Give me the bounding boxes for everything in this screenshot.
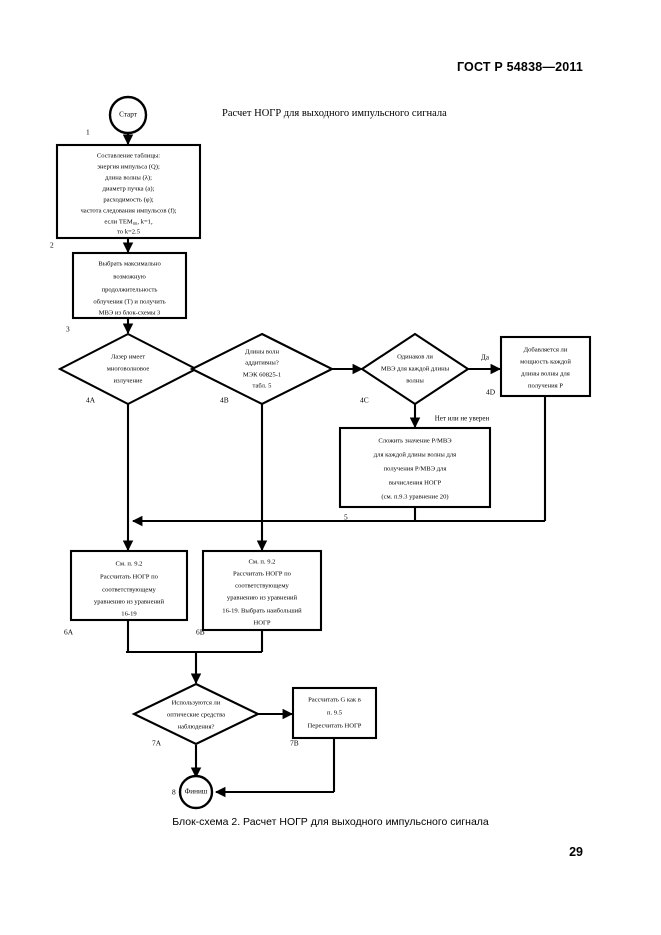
node-calc-left-line-2: соответствующему <box>102 587 156 594</box>
node-duration-line-1: возможную <box>113 274 146 281</box>
node-sum-ratio-line-0: Сложить значение P/МВЭ <box>378 438 452 445</box>
node-optics[interactable]: Используются ли оптические средства набл… <box>131 682 261 748</box>
node-recalc-line-2: Пересчитать НОГР <box>308 723 362 730</box>
node-optics-line-0: Используются ли <box>172 700 221 707</box>
node-table-line-3: диаметр пучка (a); <box>103 186 155 193</box>
edge-label-no-or-unsure: Нет или не уверен <box>435 415 490 423</box>
node-multiwave-line-2: излучение <box>114 378 143 385</box>
node-same-mpe-line-0: Одинаков ли <box>397 354 433 361</box>
node-calc-right-line-0: См. п. 9.2 <box>249 559 276 566</box>
connector-6a-down <box>126 620 262 654</box>
node-recalc-line-1: п. 9.5 <box>327 710 343 717</box>
node-start-number: 1 <box>86 128 90 137</box>
node-calc-right-line-1: Рассчитать НОГР по <box>233 571 292 578</box>
node-finish-label: Финиш <box>185 788 208 796</box>
standard-header: ГОСТ Р 54838—2011 <box>456 60 583 74</box>
node-recalc-line-0: Рассчитать G как в <box>308 697 361 704</box>
node-multiwave[interactable]: Лазер имеет многоволновое излучение 4A <box>57 332 199 406</box>
node-start[interactable]: Старт 1 <box>86 95 148 137</box>
node-finish[interactable]: Финиш 8 <box>172 774 214 810</box>
node-table-line-4: расходимость (φ); <box>103 197 153 204</box>
connector-7b-to-finish <box>214 738 336 798</box>
node-recalc-number: 7B <box>290 739 299 748</box>
node-calc-right-line-3: уравнению из уравнений <box>227 595 298 602</box>
node-sum-ratio-number: 5 <box>344 513 348 522</box>
node-table-line-2: длина волны (λ); <box>105 175 152 182</box>
node-calc-right-line-2: соответствующему <box>235 583 289 590</box>
node-calc-left-line-4: 16-19 <box>121 611 137 618</box>
node-calc-right-line-4: 16-19. Выбрать наибольший <box>222 608 302 615</box>
node-multiwave-line-1: многоволновое <box>107 366 150 373</box>
node-calc-right-number: 6B <box>196 628 205 637</box>
node-calc-left-line-1: Рассчитать НОГР по <box>100 574 159 581</box>
node-same-mpe-line-2: волны <box>406 378 424 385</box>
node-calc-left-line-3: уравнению из уравнений <box>94 599 165 606</box>
figure-title: Расчет НОГР для выходного импульсного си… <box>222 108 447 119</box>
edge-label-yes: Да <box>481 354 490 362</box>
node-table-line-1: энергия импульса (Q); <box>97 164 160 171</box>
node-additive-line-2: МЭК 60825-1 <box>243 372 281 379</box>
node-add-power-line-3: получения P <box>528 383 563 390</box>
node-duration-line-3: облучения (T) и получить <box>93 299 165 306</box>
node-duration-line-4: МВЭ из блок-схемы 3 <box>99 310 161 317</box>
node-sum-ratio-line-4: (см. п.9.3 уравнение 20) <box>381 494 448 501</box>
node-additive-line-3: табл. 5 <box>253 383 273 390</box>
node-duration-number: 3 <box>66 325 70 334</box>
node-same-mpe-number: 4C <box>360 396 369 405</box>
node-add-power-line-0: Добавляется ли <box>524 347 568 354</box>
node-calc-left[interactable]: См. п. 9.2 Рассчитать НОГР по соответств… <box>64 549 189 637</box>
node-calc-left-line-0: См. п. 9.2 <box>116 561 143 568</box>
node-sum-ratio-line-1: для каждой длины волны для <box>374 452 456 459</box>
node-additive-line-1: аддитивны? <box>245 360 279 367</box>
node-table-line-6: если TEM₀₀, k=1, <box>104 219 153 226</box>
node-duration-line-2: продолжительность <box>102 287 158 294</box>
node-duration[interactable]: Выбрать максимально возможную продолжите… <box>66 251 188 334</box>
node-recalc[interactable]: Рассчитать G как в п. 9.5 Пересчитать НО… <box>290 686 378 748</box>
node-additive[interactable]: Длины волн аддитивны? МЭК 60825-1 табл. … <box>189 332 335 406</box>
node-add-power[interactable]: Добавляется ли мощность каждой длины вол… <box>486 335 592 398</box>
node-sum-ratio[interactable]: Сложить значение P/МВЭ для каждой длины … <box>338 426 492 522</box>
node-table-line-7: то k=2.5 <box>117 229 141 236</box>
node-start-label: Старт <box>119 111 138 119</box>
node-add-power-number: 4D <box>486 388 496 397</box>
node-same-mpe-line-1: МВЭ для каждой длины <box>381 366 450 373</box>
node-optics-number: 7A <box>152 739 162 748</box>
node-add-power-line-2: длины волны для <box>521 371 570 378</box>
node-sum-ratio-line-3: вычисления НОГР <box>389 480 442 487</box>
node-add-power-line-1: мощность каждой <box>520 359 571 366</box>
node-optics-line-2: наблюдения? <box>178 724 215 731</box>
node-additive-line-0: Длины волн <box>245 349 279 356</box>
node-duration-line-0: Выбрать максимально <box>98 261 161 268</box>
node-multiwave-line-0: Лазер имеет <box>111 354 145 361</box>
node-calc-right[interactable]: См. п. 9.2 Рассчитать НОГР по соответств… <box>196 549 323 637</box>
node-multiwave-number: 4A <box>86 396 96 405</box>
node-table[interactable]: Составление таблицы: энергия импульса (Q… <box>50 143 202 250</box>
node-additive-number: 4B <box>220 396 229 405</box>
node-table-number: 2 <box>50 241 54 250</box>
node-calc-right-line-5: НОГР <box>253 620 270 627</box>
page-number: 29 <box>569 845 583 859</box>
node-finish-number: 8 <box>172 788 176 797</box>
node-table-line-0: Составление таблицы: <box>97 153 160 160</box>
node-sum-ratio-line-2: получения P/МВЭ для <box>384 466 447 473</box>
node-optics-line-1: оптические средства <box>167 712 225 719</box>
node-calc-left-number: 6A <box>64 628 74 637</box>
node-table-line-5: частота следования импульсов (f); <box>80 208 176 215</box>
figure-caption: Блок-схема 2. Расчет НОГР для выходного … <box>172 816 489 828</box>
node-same-mpe[interactable]: Одинаков ли МВЭ для каждой длины волны 4… <box>360 332 470 406</box>
